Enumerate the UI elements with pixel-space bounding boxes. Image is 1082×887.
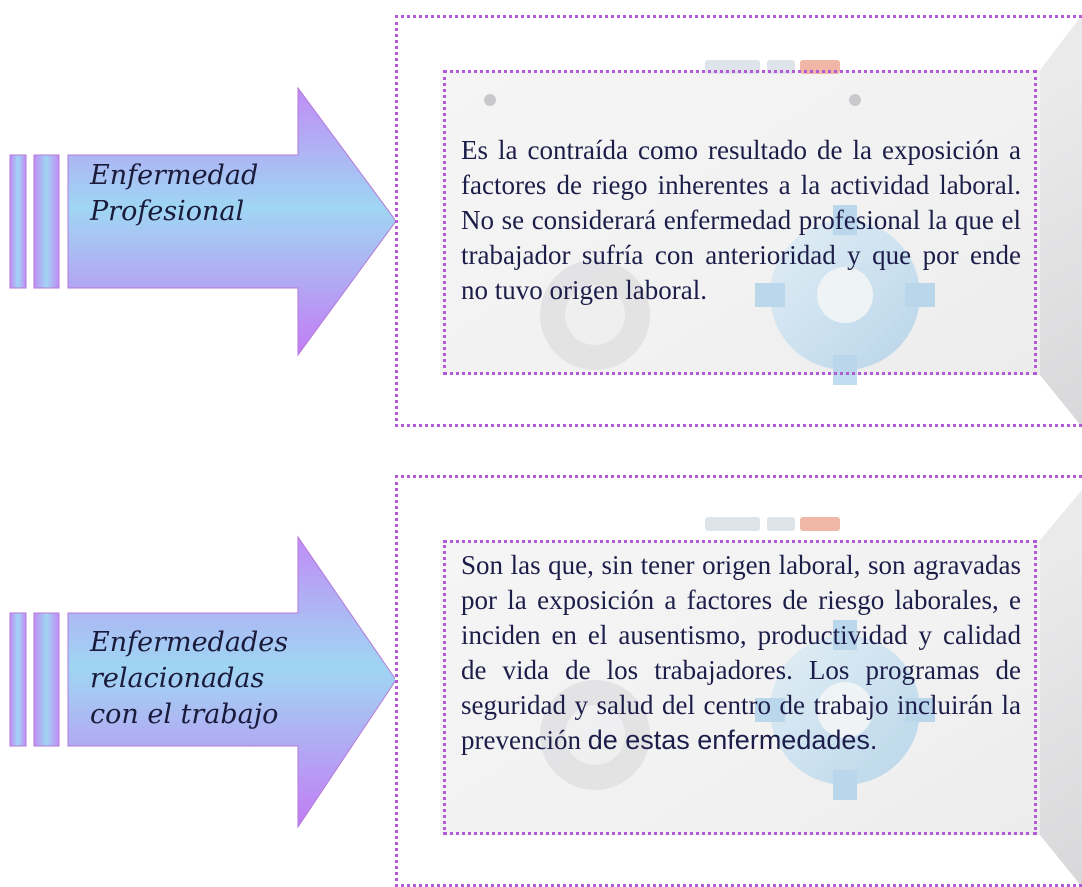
window-background-graphic (395, 15, 1082, 427)
window-background-graphic (395, 475, 1082, 887)
definition-block-1: Enfermedad Profesional (0, 0, 1082, 440)
term-line: Profesional (90, 196, 245, 227)
definition-tail: de estas enfermedades. (587, 725, 878, 755)
outer-dotted-frame (395, 475, 1082, 887)
arrow-shape (9, 86, 397, 357)
definition-block-2: Enfermedades relacionadas con el trabajo (0, 475, 1082, 887)
definition-panel: Es la contraída como resultado de la exp… (395, 15, 1082, 427)
gear-icon (755, 620, 935, 800)
inner-dotted-frame (443, 540, 1037, 835)
outer-dotted-frame (395, 15, 1082, 427)
term-line: Enfermedad (90, 160, 259, 191)
definition-text: Es la contraída como resultado de la exp… (461, 135, 1021, 305)
term-label: Enfermedades relacionadas con el trabajo (90, 625, 290, 733)
term-line: Enfermedades (90, 627, 289, 658)
gear-icon (755, 205, 935, 385)
inner-dotted-frame (443, 70, 1037, 375)
term-label: Enfermedad Profesional (90, 158, 290, 230)
arrow-shape (9, 535, 397, 829)
definition-text: Son las que, sin tener origen laboral, s… (461, 548, 1021, 758)
definition-panel: Son las que, sin tener origen laboral, s… (395, 475, 1082, 887)
term-line: con el trabajo (90, 699, 279, 730)
definition-main: Son las que, sin tener origen laboral, s… (461, 550, 1021, 755)
term-line: relacionadas (90, 663, 265, 694)
